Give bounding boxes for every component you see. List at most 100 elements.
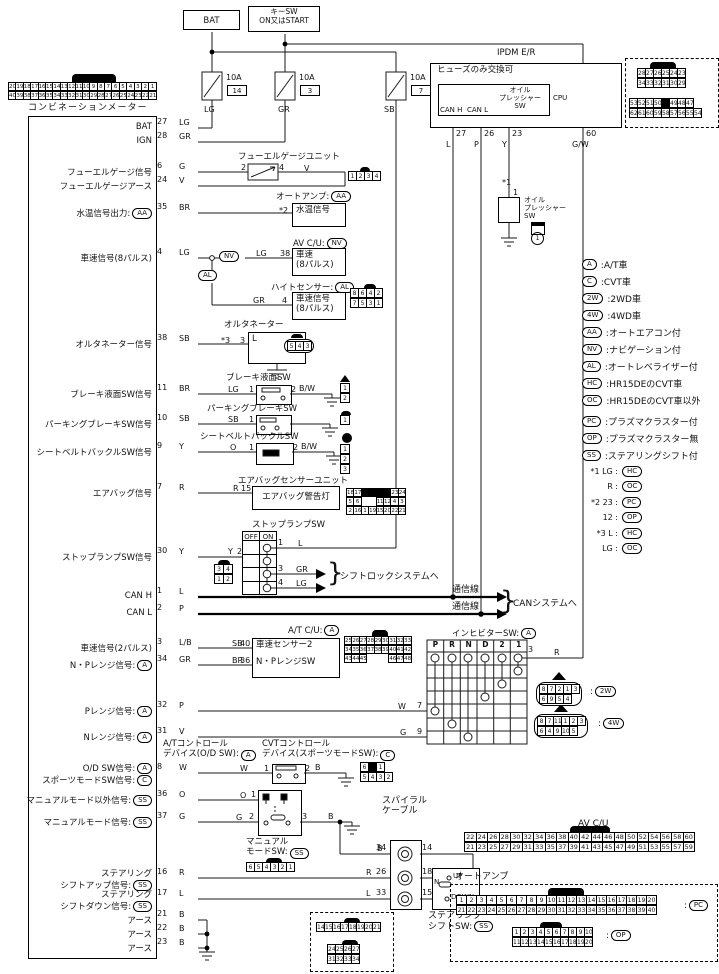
- legend-item-nv: NV:ナビゲーション付: [582, 343, 681, 356]
- ipdm-wire-p: P: [474, 140, 479, 149]
- legend-item-al: AL:オートレベライザー付: [582, 360, 698, 373]
- stoplamp-pin-4: 4: [278, 578, 284, 587]
- inhibitor-wire-r: R: [554, 648, 560, 657]
- connector-tab: [342, 940, 358, 944]
- fuel-pin-4: 4: [279, 163, 285, 172]
- stoplamp-wire-l: L: [298, 539, 303, 548]
- connector-tab: [364, 284, 376, 288]
- inhibitor-wire-g: G: [400, 728, 407, 737]
- pin-cell: 47: [685, 98, 694, 108]
- parking-pin-1: 1: [249, 415, 255, 424]
- pin-cell: 23: [677, 68, 686, 78]
- seatbelt-sw-box: [256, 443, 294, 465]
- key-sw-line2: ON又はSTART: [259, 16, 309, 25]
- pin-cell: 3: [397, 497, 407, 506]
- pin-cell: 1: [340, 444, 350, 454]
- pin-cell: 4: [372, 171, 381, 181]
- pin-cell: 4: [223, 564, 233, 574]
- od-pin-1: 1: [264, 764, 270, 773]
- connector-tab: [341, 411, 351, 415]
- alternator-title: オルタネーター: [224, 320, 284, 330]
- legend-item-pc: PC:プラズマクラスター付: [582, 415, 698, 428]
- steer-n-label: N: [434, 878, 440, 886]
- water-temp-box: 水温信号: [292, 203, 346, 227]
- manual-pin-2: 2: [249, 812, 255, 821]
- fuse1-num: 14: [227, 85, 247, 96]
- legend-note-3: *2 23 :PC: [580, 497, 642, 508]
- ipdm-pin-60: 60: [586, 129, 597, 138]
- spiral-wire-l: L: [366, 889, 371, 898]
- pin-cell: 42: [403, 645, 412, 654]
- brake-pin-2: 2: [291, 385, 297, 394]
- pin-cell: 6: [353, 497, 362, 506]
- legend-item-aa: AA:オートエアコン付: [582, 326, 681, 339]
- steer-up-label: UP: [453, 872, 463, 880]
- autoamp-header: オートアンプ:AA: [276, 190, 352, 202]
- od-sw-box: [272, 764, 306, 784]
- inhibitor-pin-3: 3: [528, 645, 534, 654]
- legend-note-1: *1 LG :HC: [580, 466, 643, 477]
- spiral-label: スパイラルケーブル: [382, 796, 428, 817]
- ipdm-wire-gw: G/W: [572, 140, 589, 149]
- inhibitor-pin-9: 9: [417, 727, 423, 736]
- autoamp-op-tag: :OP: [606, 930, 631, 941]
- manual-wire-b2: B: [377, 844, 383, 853]
- spiral-pin-34: 34: [376, 843, 387, 852]
- autoamp-bottom-title: オートアンプ: [455, 872, 509, 882]
- seatbelt-title: シートベルトバックルSW: [200, 432, 299, 442]
- water-star: *2: [279, 206, 289, 215]
- od-wire-b: B: [315, 763, 321, 772]
- pin-cell: 27: [351, 944, 360, 954]
- inhibitor-4wd-tag: :4W: [598, 718, 625, 729]
- legend-item-oc: OC:HR15DEのCVT車以外: [582, 394, 700, 407]
- manual-mode-sw-box: [258, 790, 302, 836]
- ipdm-can-h: CAN H: [440, 106, 463, 114]
- pin-cell: 4: [563, 694, 572, 704]
- ipdm-title: IPDM E/R: [497, 48, 536, 58]
- height-wire-gr: GR: [253, 296, 265, 305]
- inhibitor-pin-7: 7: [417, 701, 423, 710]
- pin-cell: 1: [340, 383, 350, 393]
- meter-sub-connector-outline: [310, 912, 394, 972]
- brake-pin-1: 1: [249, 385, 255, 394]
- spiral-pin-18: 18: [422, 867, 433, 876]
- alternator-pin: 3: [240, 336, 246, 345]
- stoplamp-title: ストップランプSW: [252, 520, 326, 530]
- pin-cell: 10: [584, 927, 593, 937]
- connector-tab: [291, 334, 303, 338]
- legend-note-6: LG :OC: [580, 543, 643, 554]
- fuse3-num: 7: [411, 85, 431, 96]
- atcu-pin-36: 36: [240, 656, 251, 665]
- spiral-cable-box: [390, 840, 422, 910]
- connector-tab: [218, 560, 230, 564]
- od-pin-2: 2: [305, 764, 311, 773]
- stoplamp-pin-3: 3: [278, 564, 284, 573]
- autoamp-pc-tag: :PC: [684, 900, 708, 911]
- nv-wire-tag: NV: [219, 251, 240, 262]
- fuse2-num: 3: [300, 85, 320, 96]
- meter-connector-tab: [72, 74, 116, 82]
- manual-wire-o: O: [240, 791, 247, 800]
- connector-tab: [650, 62, 676, 68]
- connector-tab: [360, 167, 370, 171]
- pin-cell: 2: [374, 288, 383, 298]
- pin-cell: 1: [376, 762, 385, 772]
- manual-mode-label: マニュアルモードSW:SS: [246, 837, 309, 859]
- stoplamp-pin-2: 2: [237, 547, 243, 556]
- shiftlock-dest: シフトロックシステムへ: [340, 572, 439, 582]
- pin-cell: 34: [351, 954, 360, 964]
- al-wire-tag: AL: [198, 270, 217, 281]
- legend-item-2w: 2W:2WD車: [582, 292, 641, 305]
- inhibitor-wire-w: W: [398, 702, 406, 711]
- spiral-pin-14: 14: [422, 843, 433, 852]
- spiral-pin-33: 33: [376, 888, 387, 897]
- speed8-pin: 38: [280, 249, 291, 258]
